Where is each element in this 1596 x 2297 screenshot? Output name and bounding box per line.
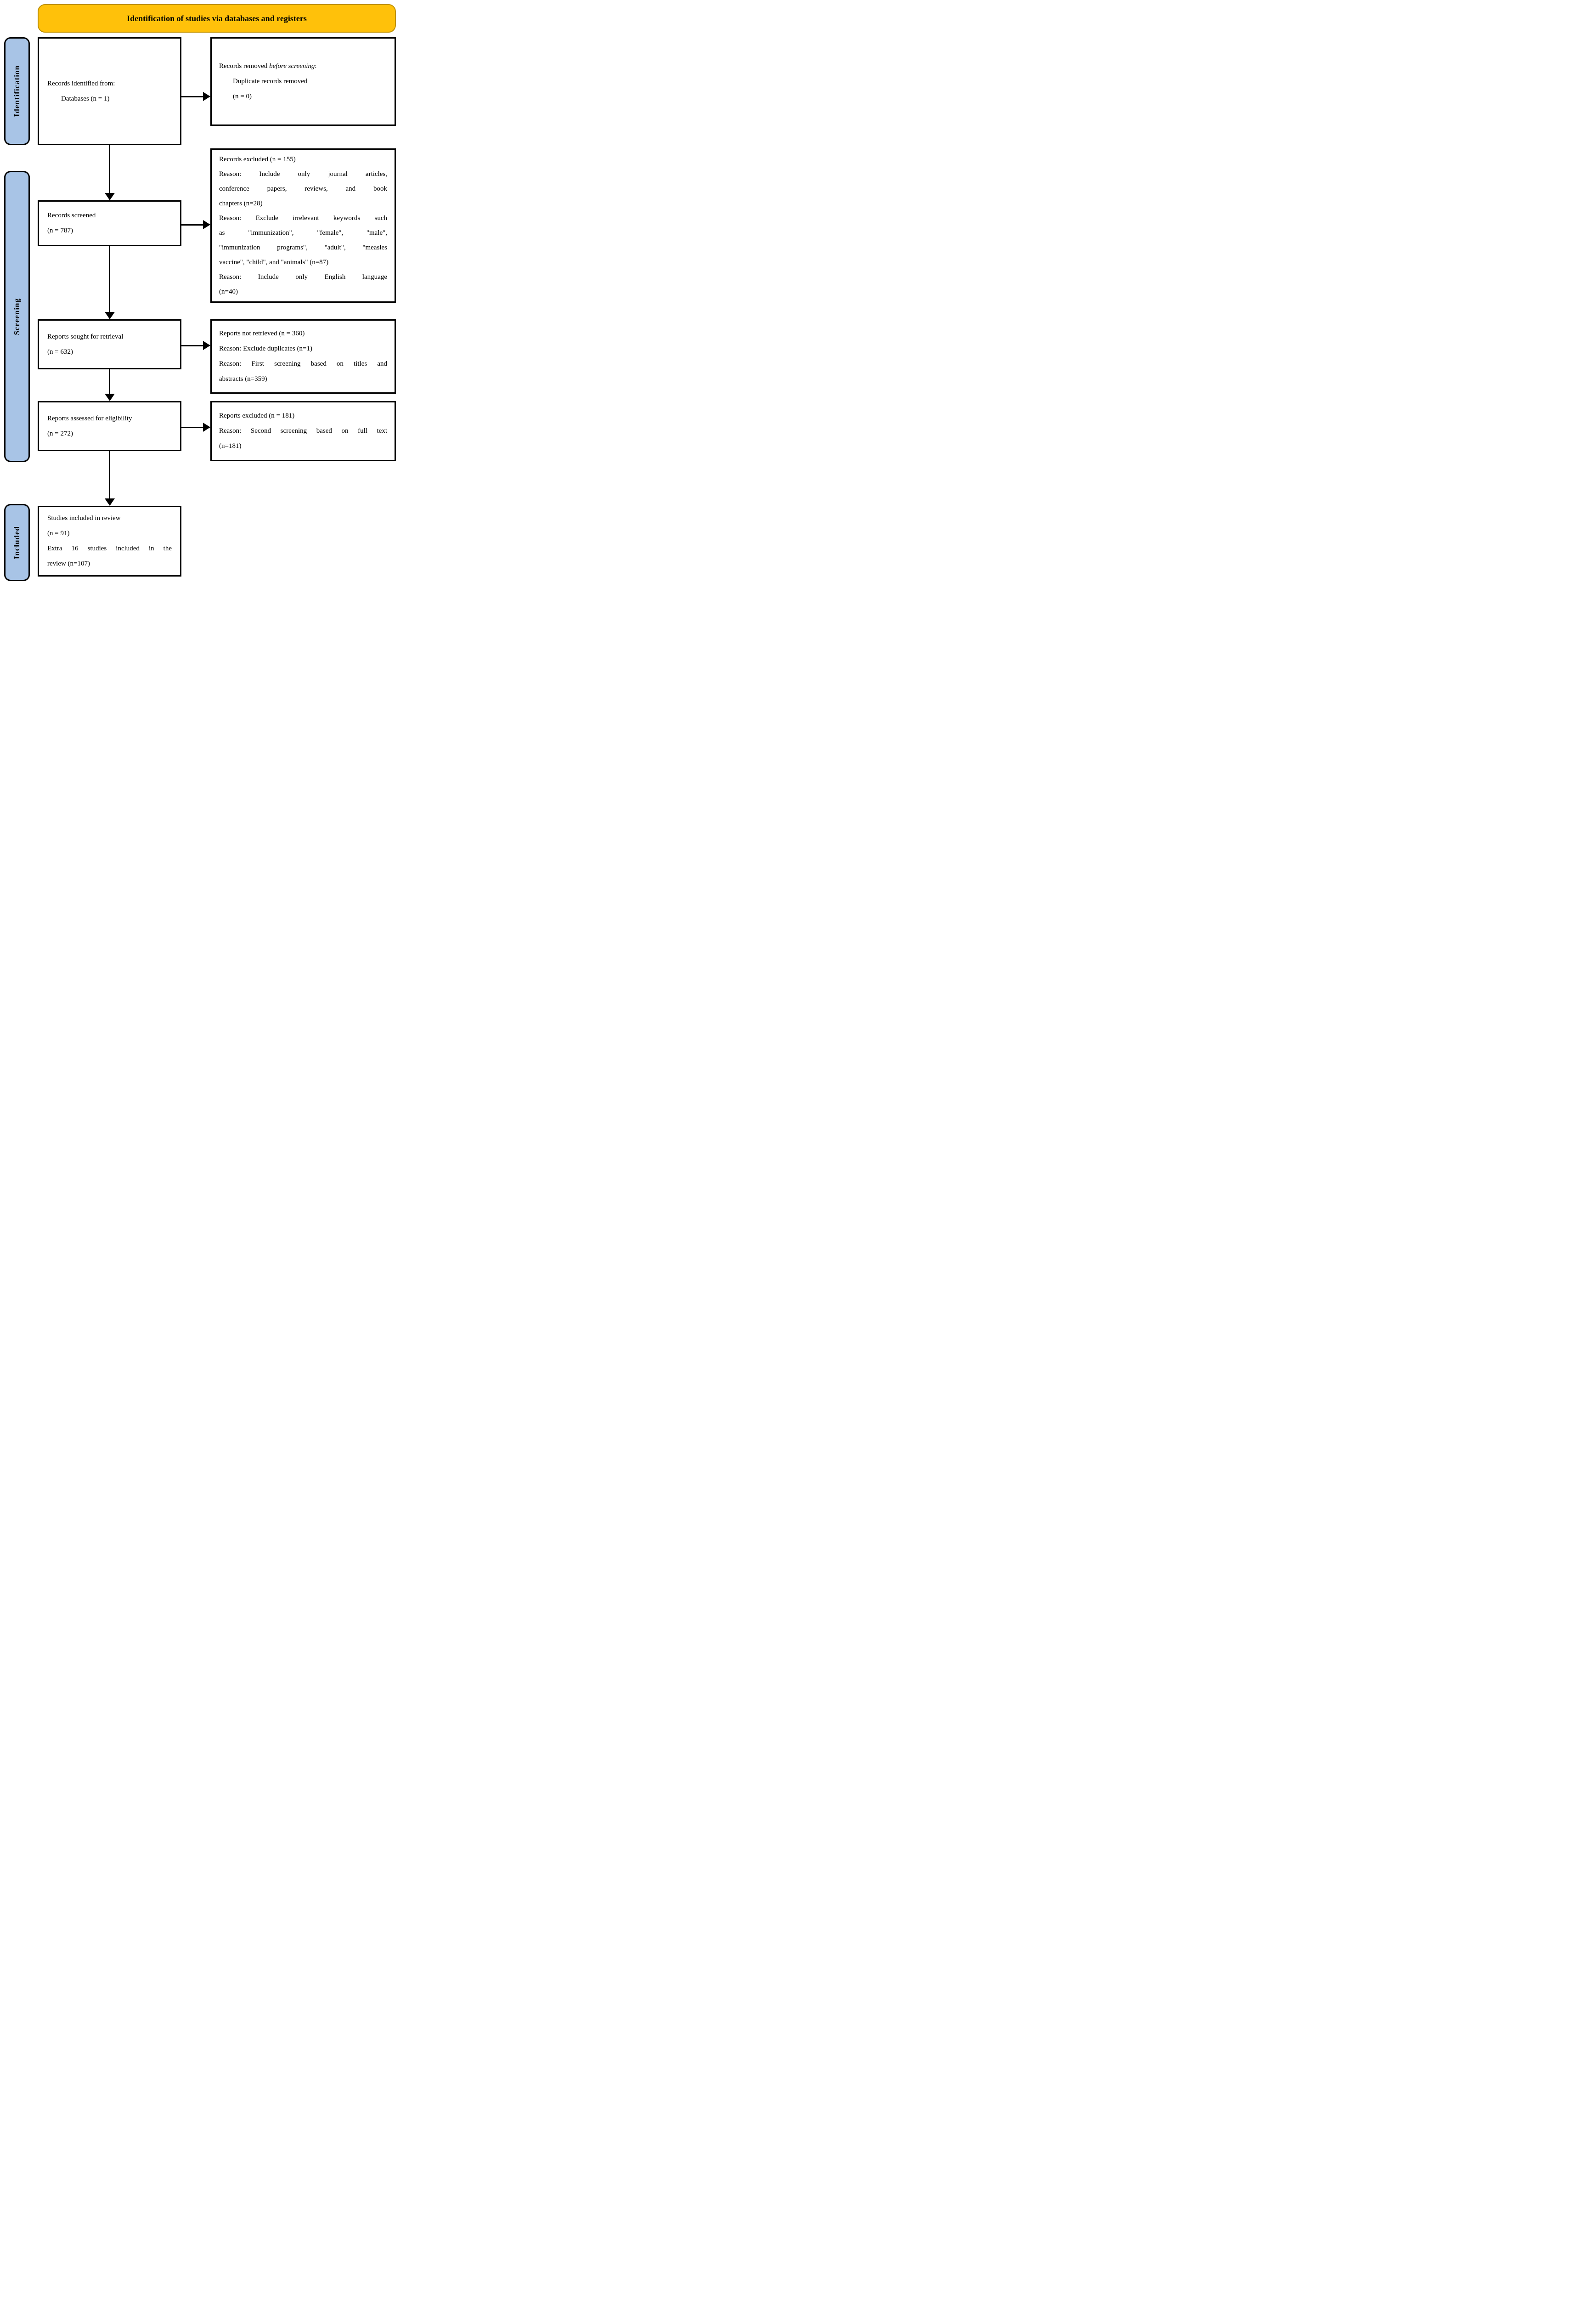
text-line: vaccine", "child", and "animals" (n=87): [219, 259, 329, 266]
box-studies-included: Studies included in review (n = 91) Extr…: [38, 506, 181, 577]
text-line: chapters (n=28): [219, 200, 263, 207]
box-reports-excluded: Reports excluded (n = 181) Reason: Secon…: [210, 401, 396, 461]
text-line: Duplicate records removed: [233, 78, 308, 85]
text-span-italic: before screening: [269, 62, 315, 70]
rail-screening-label: Screening: [12, 298, 21, 335]
text-line: Records removed before screening:: [219, 59, 387, 74]
arrow-shaft: [109, 246, 110, 312]
text-line: Records excluded (n = 155): [219, 156, 296, 163]
text-line: Reports excluded (n = 181): [219, 412, 295, 419]
text-line: Reason: Include only journal articles,: [219, 170, 387, 178]
box-reports-sought: Reports sought for retrieval (n = 632): [38, 319, 181, 369]
arrow-screened-to-excluded: [181, 220, 210, 229]
banner: Identification of studies via databases …: [38, 4, 396, 33]
arrow-identified-to-screened: [104, 145, 115, 200]
text-line: Databases (n = 1): [61, 95, 110, 102]
box-records-identified: Records identified from: Databases (n = …: [38, 37, 181, 145]
arrowhead-right-icon: [203, 92, 210, 101]
box-reports-not-retrieved: Reports not retrieved (n = 360) Reason: …: [210, 319, 396, 394]
arrow-identified-to-removed: [181, 92, 210, 101]
text-line: (n = 787): [47, 227, 73, 234]
text-span: :: [315, 62, 317, 70]
arrowhead-down-icon: [104, 394, 115, 401]
arrowhead-down-icon: [104, 312, 115, 319]
banner-title: Identification of studies via databases …: [127, 13, 307, 23]
text-line: Reports sought for retrieval: [47, 333, 124, 340]
text-line: (n = 272): [47, 430, 73, 437]
text-line: Reason: First screening based on titles …: [219, 360, 387, 368]
text-line: Reports not retrieved (n = 360): [219, 330, 305, 337]
text-line: (n = 0): [233, 93, 252, 100]
text-line: Extra 16 studies included in the: [47, 545, 172, 552]
rail-included: Included: [4, 504, 30, 581]
rail-identification-label: Identification: [12, 65, 21, 117]
arrow-shaft: [181, 426, 203, 428]
arrow-sought-to-assessed: [104, 369, 115, 401]
text-line: "immunization programs", "adult", "measl…: [219, 244, 387, 251]
arrowhead-right-icon: [203, 220, 210, 229]
arrow-shaft: [181, 224, 203, 226]
text-line: Reason: Second screening based on full t…: [219, 427, 387, 435]
box-reports-assessed: Reports assessed for eligibility (n = 27…: [38, 401, 181, 451]
box-records-screened: Records screened (n = 787): [38, 200, 181, 246]
arrow-sought-to-not-retrieved: [181, 341, 210, 350]
arrow-shaft: [109, 369, 110, 394]
rail-screening: Screening: [4, 171, 30, 462]
text-line: abstracts (n=359): [219, 375, 267, 383]
text-line: Reason: Include only English language: [219, 273, 387, 281]
arrow-shaft: [109, 451, 110, 498]
arrow-assessed-to-included: [104, 451, 115, 506]
text-line: Studies included in review: [47, 515, 121, 522]
text-line: review (n=107): [47, 560, 90, 567]
arrow-screened-to-sought: [104, 246, 115, 319]
text-line: Reports assessed for eligibility: [47, 414, 132, 422]
text-line: (n=40): [219, 288, 238, 295]
text-line: Records identified from:: [47, 79, 115, 87]
text-line: Reason: Exclude duplicates (n=1): [219, 345, 312, 352]
arrow-shaft: [181, 345, 203, 346]
prisma-flow-diagram: Identification of studies via databases …: [0, 0, 399, 584]
text-line: (n = 91): [47, 530, 70, 537]
box-records-removed: Records removed before screening: Duplic…: [210, 37, 396, 126]
text-line: as "immunization", "female", "male",: [219, 229, 387, 237]
arrowhead-right-icon: [203, 423, 210, 432]
text-line: Records screened: [47, 212, 96, 219]
text-line: (n = 632): [47, 348, 73, 356]
rail-identification: Identification: [4, 37, 30, 145]
text-line: conference papers, reviews, and book: [219, 185, 387, 192]
arrowhead-down-icon: [104, 193, 115, 200]
arrowhead-right-icon: [203, 341, 210, 350]
arrow-shaft: [109, 145, 110, 193]
text-span: Records removed: [219, 62, 270, 70]
arrow-shaft: [181, 96, 203, 97]
arrowhead-down-icon: [104, 498, 115, 506]
arrow-assessed-to-excluded: [181, 423, 210, 432]
text-line: (n=181): [219, 442, 242, 450]
text-line: Reason: Exclude irrelevant keywords such: [219, 215, 387, 222]
box-records-excluded: Records excluded (n = 155) Reason: Inclu…: [210, 148, 396, 303]
rail-included-label: Included: [12, 526, 21, 560]
